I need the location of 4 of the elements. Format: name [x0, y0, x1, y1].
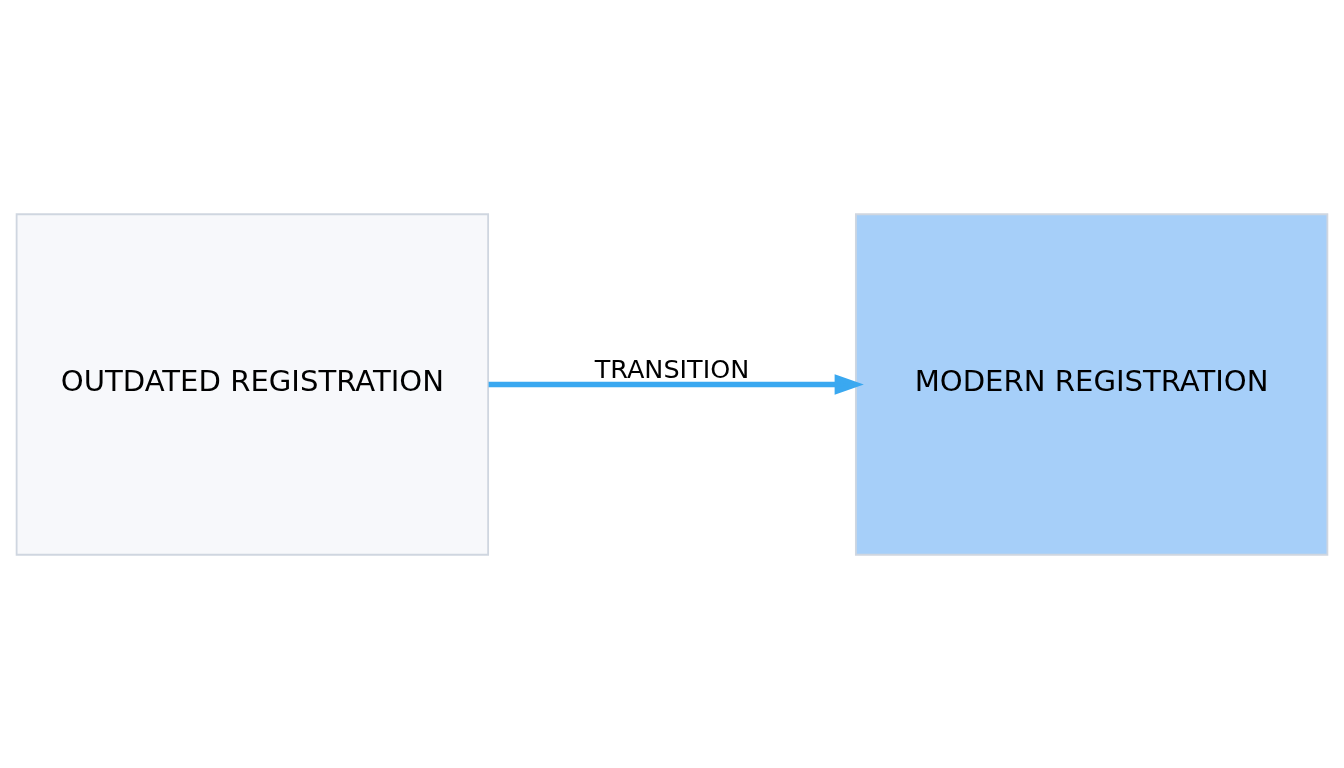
arrow	[488, 373, 864, 395]
node-box: OUTDATED REGISTRATION	[15, 212, 490, 556]
node-box: MODERN REGISTRATION	[854, 212, 1329, 556]
edge-label: TRANSITION	[594, 353, 750, 384]
